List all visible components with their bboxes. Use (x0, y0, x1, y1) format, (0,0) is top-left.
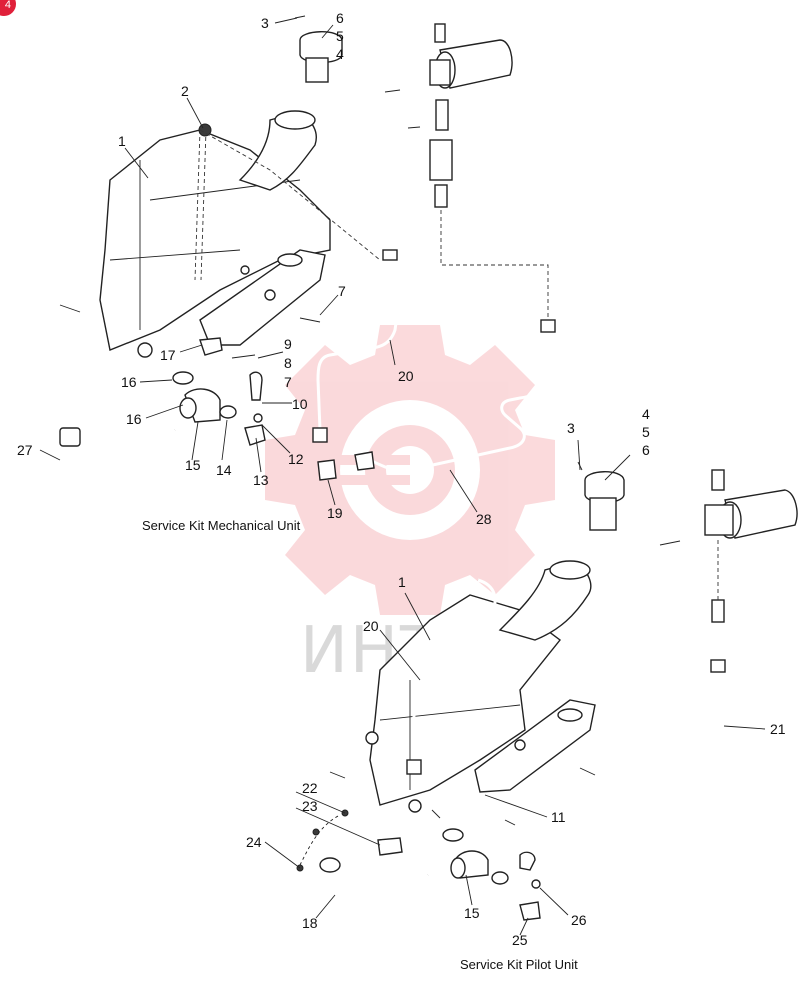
callout-10: 10 (292, 396, 308, 412)
callout-2: 2 (181, 83, 189, 99)
callout-20-top: 20 (398, 368, 414, 384)
callout-22: 22 (302, 780, 318, 796)
callout-7-mid: 7 (284, 374, 292, 390)
pipe-20-top (312, 249, 405, 443)
callout-8: 8 (284, 355, 292, 371)
callout-9: 9 (284, 336, 292, 352)
callout-15-bottom: 15 (464, 905, 480, 921)
pipe-21 (528, 659, 726, 883)
filter-assembly-bottom (584, 469, 798, 623)
callout-16-lower: 16 (126, 411, 142, 427)
callout-27: 27 (17, 442, 33, 458)
callout-6-bottom: 6 (642, 442, 650, 458)
callout-25: 25 (512, 932, 528, 948)
callout-5-top: 5 (336, 28, 344, 44)
callout-17: 17 (160, 347, 176, 363)
callout-11: 11 (551, 809, 566, 825)
callout-23: 23 (302, 798, 318, 814)
callout-28: 28 (476, 511, 492, 527)
corner-badge: 4 (0, 0, 16, 16)
callout-21: 21 (770, 721, 786, 737)
fittings-mechanical (172, 371, 337, 481)
callout-16-upper: 16 (121, 374, 137, 390)
callout-7-top: 7 (338, 283, 346, 299)
callout-1-top: 1 (118, 133, 126, 149)
callout-4-bottom: 4 (642, 406, 650, 422)
callout-3-top: 3 (261, 15, 269, 31)
callout-4-top: 4 (336, 46, 344, 62)
callout-13: 13 (253, 472, 269, 488)
caption-mechanical-unit: Service Kit Mechanical Unit (142, 518, 301, 533)
bolts-bottom (329, 461, 596, 826)
callout-15-top: 15 (185, 457, 201, 473)
callout-6-top: 6 (336, 10, 344, 26)
callout-14: 14 (216, 462, 232, 478)
callout-12: 12 (288, 451, 304, 467)
callout-5-bottom: 5 (642, 424, 650, 440)
leader-lines (39, 17, 766, 936)
callout-3-bottom: 3 (567, 420, 575, 436)
hose-27 (57, 427, 176, 491)
callout-20-bottom: 20 (363, 618, 379, 634)
pipe-20-bottom (406, 578, 497, 775)
hose-18 (319, 857, 429, 915)
callout-19: 19 (327, 505, 343, 521)
callout-18: 18 (302, 915, 318, 931)
filter-assembly-top (199, 23, 549, 318)
callout-labels: 3 6 5 4 2 1 7 9 8 7 10 20 17 16 16 15 14… (17, 10, 786, 948)
caption-pilot-unit: Service Kit Pilot Unit (460, 957, 578, 972)
mechanical-tank (99, 110, 331, 358)
callout-24: 24 (246, 834, 262, 850)
pilot-tank (365, 560, 596, 813)
corner-badge-label: 4 (4, 0, 11, 11)
pipe-28 (354, 319, 556, 473)
callout-26: 26 (571, 912, 587, 928)
callout-1-bottom: 1 (398, 574, 406, 590)
